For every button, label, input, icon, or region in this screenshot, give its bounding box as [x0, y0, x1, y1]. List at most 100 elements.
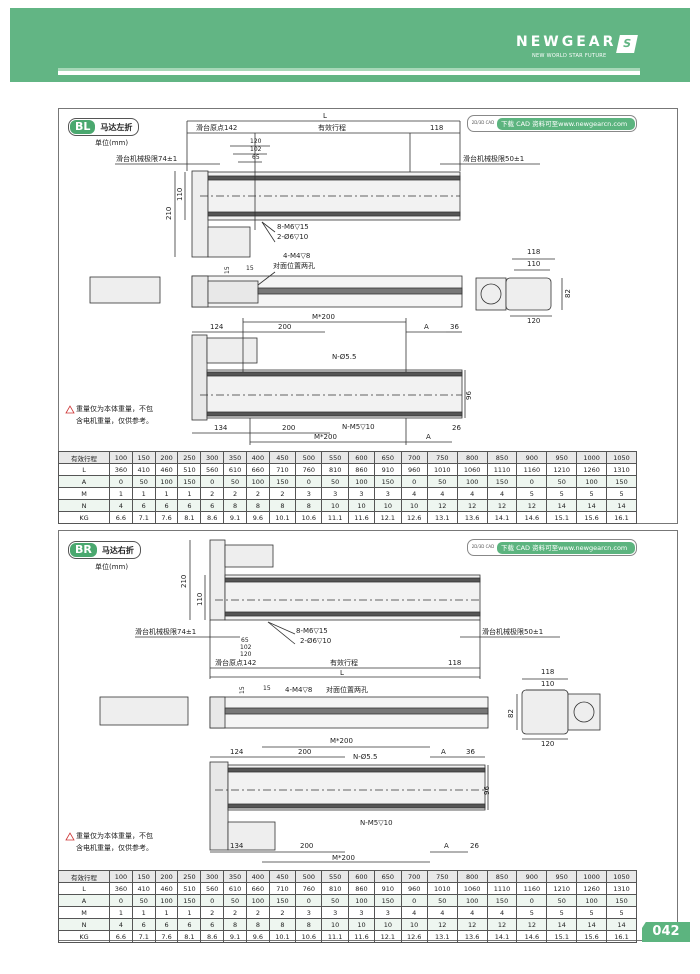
table-cell: 14 — [606, 918, 637, 931]
dim-label: A — [424, 323, 429, 331]
table-cell: 10 — [347, 499, 376, 512]
table-cell: 50 — [426, 894, 458, 907]
warning-note: 含电机重量，仅供参考。 — [76, 844, 153, 852]
table-cell: 100 — [456, 475, 488, 488]
cad-download-link[interactable]: 2D/3D CAD 下载 CAD 资料可至www.newgearcn.com — [467, 115, 637, 132]
dim-label: 110 — [527, 260, 541, 268]
table-cell: 750 — [426, 870, 458, 883]
cad-link-text[interactable]: 下载 CAD 资料可至www.newgearcn.com — [497, 541, 635, 554]
table-cell: 6 — [131, 918, 156, 931]
table-cell: 12 — [456, 918, 488, 931]
table-cell: 6 — [177, 918, 202, 931]
br-side-view — [99, 696, 489, 729]
table-cell: 10 — [321, 918, 349, 931]
cad-link-text[interactable]: 下载 CAD 资料可至www.newgearcn.com — [497, 117, 635, 130]
table-cell: 1000 — [576, 870, 608, 883]
br-top-view — [135, 539, 560, 679]
table-cell: 300 — [200, 870, 225, 883]
dim-label: 4-M4▽8 — [283, 252, 311, 260]
table-cell: 450 — [268, 870, 297, 883]
table-cell: 350 — [223, 870, 247, 883]
dim-label: 118 — [448, 659, 462, 667]
table-cell: 8.1 — [177, 930, 202, 943]
table-cell: 15.1 — [546, 930, 578, 943]
table-cell: 850 — [486, 451, 518, 464]
table-cell: 8 — [268, 499, 297, 512]
table-cell: 900 — [516, 451, 548, 464]
table-cell: 710 — [268, 882, 297, 895]
bl-title: 马达左折 — [100, 122, 133, 132]
row-label: N — [58, 918, 110, 931]
table-cell: 1050 — [606, 870, 637, 883]
table-cell: 1 — [109, 487, 133, 500]
cad-download-link[interactable]: 2D/3D CAD 下载 CAD 资料可至www.newgearcn.com — [467, 539, 637, 556]
dim-label: 滑台机械极限74±1 — [116, 155, 178, 163]
table-cell: 10 — [400, 918, 428, 931]
dim-label: 滑台原点142 — [215, 659, 257, 667]
table-cell: 11.6 — [347, 930, 376, 943]
table-cell: 850 — [486, 870, 518, 883]
table-cell: 0 — [295, 894, 323, 907]
bl-end-view — [475, 258, 563, 317]
table-cell: 12.6 — [400, 930, 428, 943]
cloud-download-icon: 2D/3D CAD — [471, 544, 495, 550]
dim-label: M*200 — [312, 313, 335, 321]
table-cell: 1110 — [486, 463, 518, 476]
table-cell: 4 — [109, 499, 133, 512]
dim-label: 4-M4▽8 — [285, 686, 313, 694]
table-cell: 950 — [546, 870, 578, 883]
dim-label: 8-M6▽15 — [277, 223, 309, 231]
table-cell: 150 — [374, 894, 402, 907]
table-cell: 700 — [400, 870, 428, 883]
table-cell: 710 — [268, 463, 297, 476]
table-cell: 10.6 — [295, 930, 323, 943]
dim-label: 有效行程 — [330, 659, 358, 667]
table-cell: 12 — [516, 499, 548, 512]
dim-label: 118 — [527, 248, 541, 256]
table-cell: 100 — [154, 475, 179, 488]
table-cell: 100 — [154, 894, 179, 907]
table-cell: 800 — [456, 451, 488, 464]
table-cell: 1 — [109, 906, 133, 919]
dim-label: 210 — [165, 206, 173, 220]
table-cell: 12.6 — [400, 511, 428, 524]
table-cell: 15.6 — [576, 511, 608, 524]
dim-label: 2-Ø6▽10 — [300, 637, 332, 645]
table-cell: 3 — [295, 487, 323, 500]
dim-label: 110 — [541, 680, 555, 688]
unit-label: 单位(mm) — [95, 139, 129, 147]
table-cell: 760 — [295, 882, 323, 895]
table-cell: 6 — [154, 499, 179, 512]
table-cell: 50 — [546, 894, 578, 907]
table-cell: 300 — [200, 451, 225, 464]
table-cell: 11.1 — [321, 930, 349, 943]
table-cell: 1260 — [576, 463, 608, 476]
dim-label: 65 — [241, 637, 249, 644]
table-cell: 5 — [516, 487, 548, 500]
table-cell: 5 — [576, 487, 608, 500]
table-cell: 660 — [245, 882, 270, 895]
table-cell: 460 — [154, 463, 179, 476]
dim-label: 134 — [214, 424, 228, 432]
table-cell: 50 — [321, 894, 349, 907]
table-cell: 250 — [177, 870, 202, 883]
warning-note: 含电机重量，仅供参考。 — [76, 417, 153, 425]
dim-label: 110 — [196, 592, 204, 606]
table-cell: 500 — [295, 870, 323, 883]
table-cell: 12.1 — [374, 511, 402, 524]
table-cell: 50 — [546, 475, 578, 488]
dim-label: 110 — [176, 187, 184, 201]
dim-label: 120 — [527, 317, 541, 325]
table-cell: 50 — [223, 894, 247, 907]
dim-label: L — [323, 112, 327, 120]
table-cell: 5 — [546, 906, 578, 919]
table-cell: 15.1 — [546, 511, 578, 524]
table-cell: 150 — [486, 894, 518, 907]
table-cell: 150 — [606, 894, 637, 907]
